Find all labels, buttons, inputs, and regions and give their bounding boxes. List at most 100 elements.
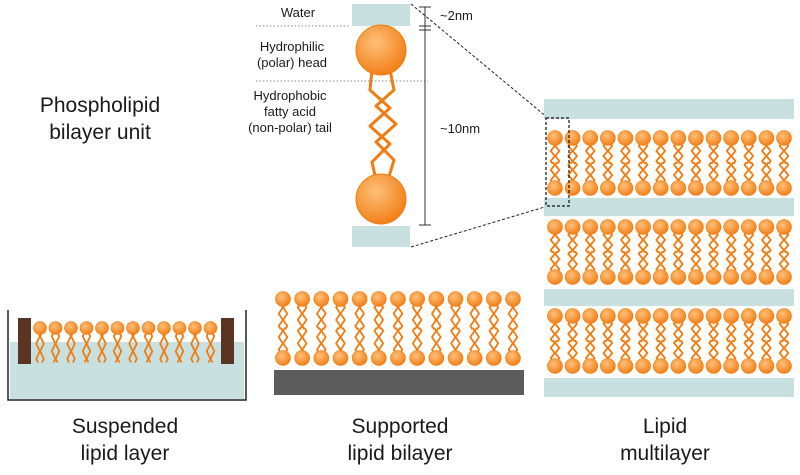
lipid-bottom bbox=[635, 161, 651, 196]
lipid-head bbox=[758, 269, 775, 285]
lipid-tail bbox=[642, 250, 649, 273]
lipid-top bbox=[705, 219, 722, 254]
lipid-bottom bbox=[600, 339, 616, 374]
lipid-bottom bbox=[740, 161, 757, 196]
lipid-tail bbox=[584, 320, 591, 343]
lipid-head bbox=[294, 291, 310, 307]
lipid-tail bbox=[620, 339, 627, 362]
lipid-tail bbox=[655, 250, 662, 273]
lipid-tail bbox=[655, 339, 662, 362]
lipid-tail bbox=[778, 339, 785, 362]
dimension-2nm: ~2nm bbox=[440, 8, 473, 23]
lipid-tail bbox=[655, 142, 662, 165]
lipid-bottom bbox=[547, 250, 563, 285]
lipid-bottom bbox=[776, 161, 792, 196]
lipid-bottom bbox=[652, 161, 669, 196]
lipid-top bbox=[351, 291, 368, 330]
lipid-tail bbox=[712, 161, 719, 184]
lipid-tail bbox=[301, 303, 308, 330]
lipid-head bbox=[776, 308, 792, 324]
lipid-bottom bbox=[758, 161, 775, 196]
suspended-lipid bbox=[141, 321, 156, 363]
lipid-head bbox=[740, 180, 757, 196]
support-substrate bbox=[274, 370, 524, 395]
lipid-head bbox=[600, 269, 616, 285]
lipid-tail bbox=[761, 231, 768, 254]
lipid-tail bbox=[571, 339, 578, 362]
lipid-top bbox=[617, 219, 634, 254]
lipid-tail bbox=[637, 231, 644, 254]
lipid-tail bbox=[602, 320, 609, 343]
lipid-tail bbox=[54, 332, 61, 363]
lipid-tail bbox=[493, 303, 500, 330]
lipid-top bbox=[409, 291, 425, 330]
lipid-tail bbox=[66, 332, 72, 363]
lipid-top bbox=[758, 308, 775, 343]
lipid-top bbox=[294, 291, 310, 330]
lipid-bottom bbox=[617, 250, 634, 285]
lipid-head bbox=[390, 350, 406, 366]
lipid-tail bbox=[178, 332, 185, 363]
lipid-tail bbox=[607, 339, 614, 362]
lipid-bottom bbox=[294, 327, 310, 366]
lipid-tail bbox=[673, 231, 680, 254]
lipid-tail bbox=[765, 339, 772, 362]
lipid-bottom bbox=[371, 327, 387, 366]
lipid-tail bbox=[655, 320, 662, 343]
lipid-tail bbox=[554, 161, 561, 184]
dimension-10nm: ~10nm bbox=[440, 121, 481, 136]
lipid-tail bbox=[690, 231, 697, 254]
lipid-tail bbox=[725, 320, 732, 343]
lipid-head bbox=[705, 269, 722, 285]
lipid-head bbox=[688, 269, 704, 285]
lipid-tail bbox=[435, 303, 442, 330]
lipid-tail bbox=[778, 142, 785, 165]
lipid-head bbox=[582, 358, 599, 374]
lipid-tail bbox=[473, 327, 480, 354]
lipid-bottom bbox=[670, 339, 687, 374]
lipid-head bbox=[617, 180, 634, 196]
lipid-head bbox=[564, 358, 581, 374]
lipid-tail bbox=[673, 339, 680, 362]
lipid-head bbox=[688, 308, 704, 324]
head-label-line1: Hydrophilic bbox=[259, 39, 325, 54]
lipid-tail bbox=[554, 142, 561, 165]
lipid-tail bbox=[378, 327, 385, 354]
lipid-tail bbox=[411, 303, 418, 330]
lipid-tail bbox=[143, 332, 150, 363]
lipid-tail bbox=[677, 320, 684, 343]
lipid-tail bbox=[488, 327, 495, 354]
lipid-tail bbox=[708, 320, 715, 343]
lipid-bottom bbox=[688, 339, 704, 374]
lipid-tail bbox=[454, 327, 461, 354]
lipid-tail bbox=[571, 250, 578, 273]
water-band-top bbox=[352, 4, 410, 26]
suspended-lipid bbox=[126, 321, 140, 363]
tail-label: Hydrophobic fatty acid (non-polar) tail bbox=[225, 88, 355, 136]
lipid-tail bbox=[677, 142, 684, 165]
lipid-tail bbox=[39, 332, 45, 363]
lipid-head bbox=[705, 130, 722, 146]
lipid-tail bbox=[783, 142, 790, 165]
lipid-tail bbox=[624, 320, 631, 343]
lipid-tail bbox=[85, 332, 92, 363]
suspended-lipid bbox=[64, 321, 78, 363]
unit-title-line2: bilayer unit bbox=[49, 121, 151, 144]
lipid-tail bbox=[765, 320, 772, 343]
lipid-tail bbox=[708, 231, 715, 254]
lipid-tail bbox=[354, 303, 361, 330]
lipid-tail bbox=[607, 161, 614, 184]
lipid-head bbox=[33, 321, 47, 335]
lipid-top bbox=[582, 130, 599, 165]
frame-post-left bbox=[18, 318, 31, 364]
lipid-tail bbox=[673, 142, 680, 165]
lipid-tail bbox=[571, 161, 578, 184]
lipid-tail bbox=[112, 332, 119, 363]
lipid-bottom bbox=[547, 161, 563, 196]
lipid-top bbox=[617, 130, 634, 165]
lipid-tail bbox=[571, 320, 578, 343]
lipid-tail bbox=[624, 231, 631, 254]
lipid-tail bbox=[549, 142, 556, 165]
lipid-head bbox=[447, 350, 464, 366]
